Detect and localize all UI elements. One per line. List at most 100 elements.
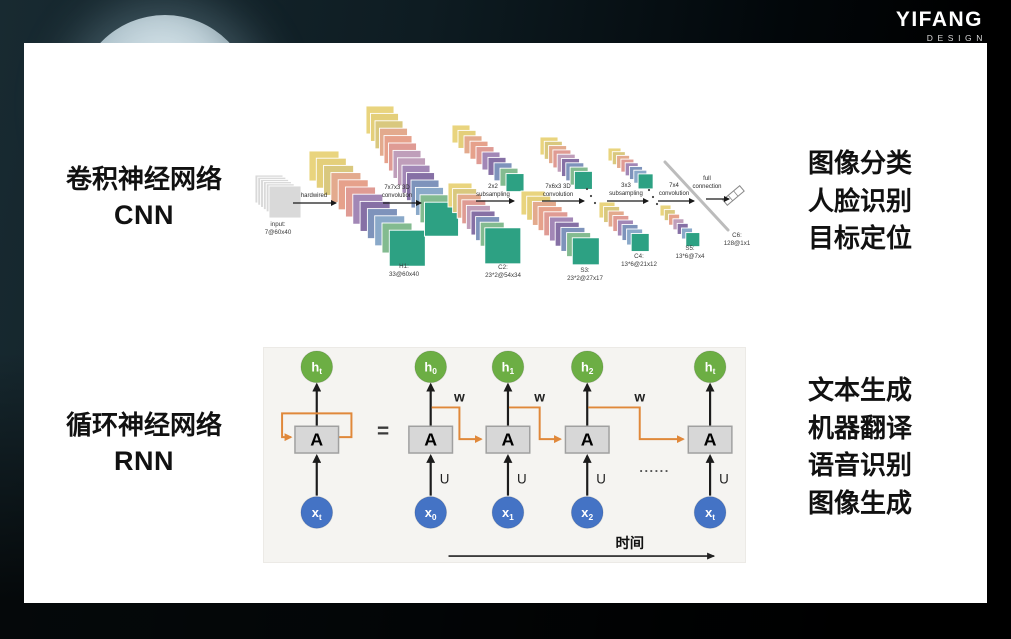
rnn-weight-u-label: U xyxy=(719,472,729,487)
cnn-layer-label-s3: S3:23*2@27x17 xyxy=(567,267,603,282)
cnn-layer-label-s5: S5:13*6@7x4 xyxy=(676,245,706,260)
cnn-layer-label-input: input:7@60x40 xyxy=(265,221,292,236)
cnn-title-english: CNN xyxy=(114,200,174,230)
cnn-stack-c4a xyxy=(607,147,654,190)
rnn-application-item: 语音识别 xyxy=(808,450,913,480)
rnn-hidden-node xyxy=(414,350,448,384)
cnn-feature-map-plate xyxy=(637,173,654,190)
rnn-title-block: 循环神经网络 RNN xyxy=(54,408,234,479)
rnn-input-node xyxy=(570,496,604,529)
cnn-layer-label-line: C4: xyxy=(634,253,644,260)
cnn-layer-label-line: 7@60x40 xyxy=(265,229,292,236)
rnn-cell-box xyxy=(294,425,340,454)
cnn-stack-s5b xyxy=(659,204,701,248)
rnn-weight-w-label: w xyxy=(453,388,465,404)
rnn-hidden-node xyxy=(491,350,525,384)
cnn-stack-c2c xyxy=(447,182,522,265)
rnn-cell-label: A xyxy=(581,430,594,450)
rnn-hidden-node xyxy=(693,350,727,384)
cnn-op-label: full xyxy=(703,176,711,182)
rnn-weight-u-label: U xyxy=(596,472,606,487)
cnn-op-label: convolution xyxy=(382,193,412,199)
rnn-weight-u-label: U xyxy=(440,472,450,487)
cnn-application-item: 目标定位 xyxy=(808,223,913,253)
cnn-ellipsis-dot xyxy=(593,201,597,205)
brand-logo: YIFANG DESIGN xyxy=(895,8,983,44)
rnn-node-label: xt xyxy=(705,505,715,522)
cnn-op-label: convolution xyxy=(659,191,689,197)
cnn-feature-map-plate xyxy=(630,233,650,252)
cnn-op-label: 7x7x3 3D xyxy=(384,185,410,191)
cnn-stack-h1 xyxy=(308,150,426,267)
cnn-feature-map-plate xyxy=(571,237,600,266)
rnn-recurrent-loop xyxy=(281,412,353,442)
cnn-stack-s3a xyxy=(539,136,593,190)
cnn-ellipsis-dot xyxy=(589,194,593,198)
rnn-node-label: x0 xyxy=(425,505,437,522)
rnn-unrolled-diagram: AhtxtwUAh0x0wUAh1x1wUAh2x2UAhtxt=......时… xyxy=(281,350,733,560)
cnn-architecture-diagram: hardwired 7x7x3 3D convolution 2x2subsampli… xyxy=(254,105,751,282)
rnn-node-label: xt xyxy=(312,505,322,522)
cnn-feature-map-plate xyxy=(685,232,701,248)
cnn-stack-s3b xyxy=(520,190,600,266)
cnn-layer-label-line: S5: xyxy=(685,245,695,252)
rnn-input-node xyxy=(300,496,334,529)
rnn-time-label: 时间 xyxy=(615,534,644,552)
rnn-applications: 文本生成 机器翻译 语音识别 图像生成 xyxy=(808,372,912,522)
cnn-ellipsis-dot xyxy=(651,195,655,199)
cnn-c6-vector xyxy=(722,185,745,206)
rnn-title-chinese: 循环神经网络 xyxy=(65,410,222,440)
rnn-weight-w-label: w xyxy=(533,388,545,404)
cnn-layer-label-line: 23*2@27x17 xyxy=(567,275,603,282)
cnn-feature-map-plate xyxy=(505,173,525,193)
cnn-feature-map-plate xyxy=(484,227,522,265)
rnn-recurrent-connector xyxy=(508,406,562,444)
cnn-feature-map-plate xyxy=(268,185,302,219)
cnn-full-connection-line xyxy=(663,160,730,232)
cnn-layer-label-line: S3: xyxy=(580,267,590,274)
cnn-title-chinese: 卷积神经网络 xyxy=(65,164,222,194)
rnn-column-0: Aht xt xyxy=(281,350,353,529)
cnn-application-item: 人脸识别 xyxy=(808,185,913,216)
rnn-cell-box xyxy=(687,425,733,454)
cnn-layer-label-line: 128@1x1 xyxy=(724,240,751,247)
cnn-layer-label-line: C6: xyxy=(732,232,742,239)
rnn-node-label: ht xyxy=(311,359,322,376)
cnn-ellipsis-dot xyxy=(655,202,659,206)
rnn-node-label: x1 xyxy=(502,505,514,522)
cnn-layer-label-line: C2: xyxy=(498,264,508,271)
rnn-recurrent-connector xyxy=(431,406,483,444)
cnn-ellipsis-dot xyxy=(647,188,651,192)
cnn-layer-label-line: 13*6@21x12 xyxy=(621,261,657,268)
rnn-application-item: 图像生成 xyxy=(808,487,913,518)
cnn-op-label: convolution xyxy=(543,192,573,198)
rnn-weight-u-label: U xyxy=(517,472,527,487)
cnn-op-label: subsampling xyxy=(609,191,643,197)
cnn-layer-label-line: 23*2@54x34 xyxy=(485,272,521,279)
cnn-layer-label-line: 13*6@7x4 xyxy=(676,253,706,260)
rnn-cell-label: A xyxy=(310,430,323,450)
cnn-applications: 图像分类 人脸识别 目标定位 xyxy=(808,145,912,258)
rnn-ellipsis: ...... xyxy=(639,460,669,475)
rnn-node-label: h1 xyxy=(502,359,515,376)
cnn-feature-map-plate xyxy=(388,229,426,267)
cnn-op-hardwired: hardwired xyxy=(293,193,337,206)
rnn-node-label: h2 xyxy=(581,359,594,376)
rnn-title-english: RNN xyxy=(114,446,174,476)
cnn-layer-label-line: H1: xyxy=(399,263,409,270)
cnn-layer-label-c4: C4:13*6@21x12 xyxy=(621,253,657,268)
logo-title: YIFANG xyxy=(895,8,983,31)
rnn-cell-box xyxy=(564,425,610,454)
cnn-stack-input xyxy=(254,174,302,219)
cnn-layer-label-h1: H1:33@60x40 xyxy=(389,263,420,278)
cnn-ellipsis-dot xyxy=(585,187,589,191)
cnn-op-label: subsampling xyxy=(476,192,510,198)
cnn-layer-label-c6: C6:128@1x1 xyxy=(724,232,751,247)
cnn-op-label: 3x3 xyxy=(621,183,631,189)
